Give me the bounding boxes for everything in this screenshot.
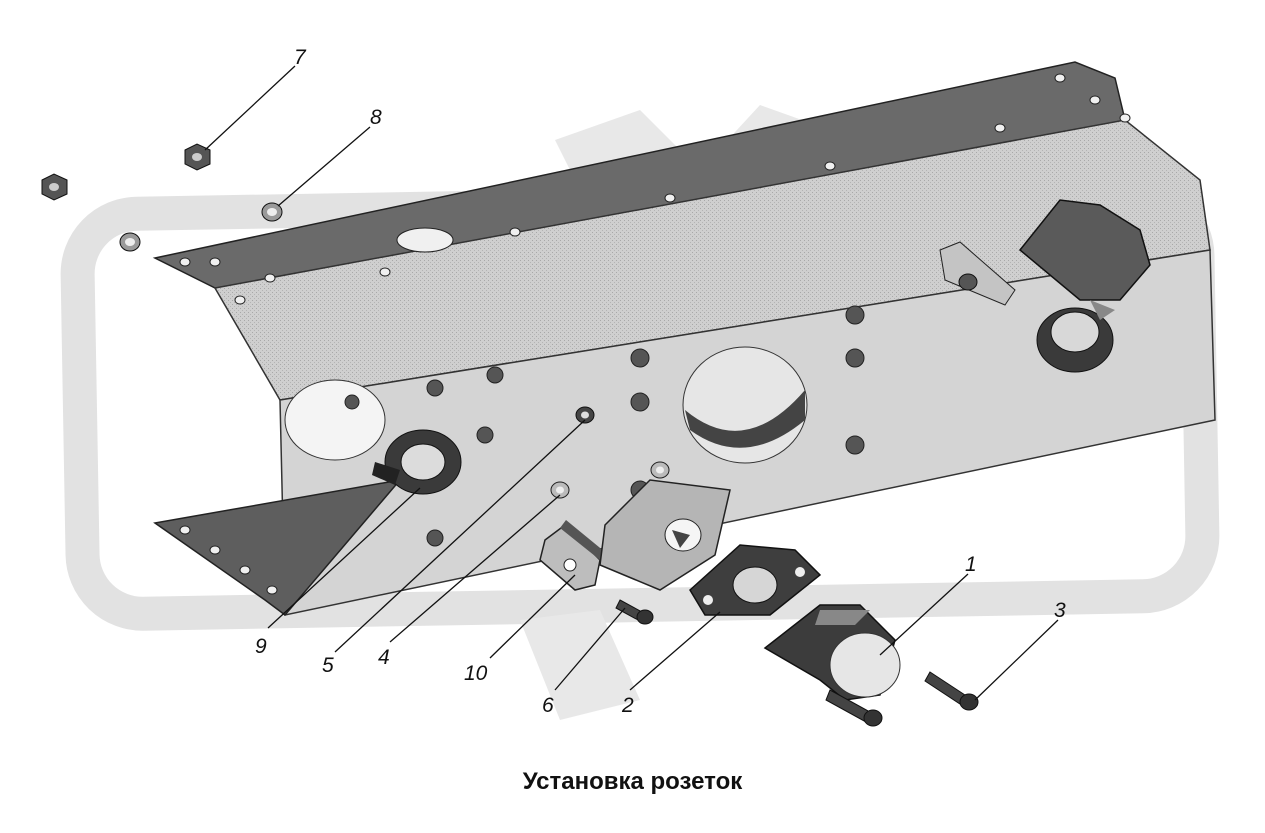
clamp-plate [539, 520, 605, 591]
nut-7 [184, 143, 211, 171]
washer-8 [261, 202, 283, 222]
leader-lines [204, 65, 1059, 701]
leader-line-6 [554, 607, 626, 691]
callout-2: 2 [621, 694, 634, 717]
callout-7: 7 [294, 46, 307, 69]
callout-9: 9 [255, 635, 267, 658]
bracket-hole-large-left [284, 379, 386, 461]
callout-1: 1 [965, 553, 977, 576]
bolt-6 [615, 599, 654, 625]
callout-4: 4 [378, 646, 390, 669]
socket-flange [689, 544, 822, 616]
callout-labels: 1 2 3 4 5 6 7 8 9 10 [255, 46, 1066, 717]
socket [763, 604, 901, 701]
leader-line-3 [974, 619, 1059, 701]
leader-line-1 [879, 573, 969, 656]
gasket [599, 479, 731, 591]
washer-4 [550, 481, 570, 499]
callout-3: 3 [1054, 599, 1066, 622]
leader-line-4 [389, 494, 561, 643]
socket-installed-right [939, 199, 1151, 373]
bolt-3 [924, 671, 979, 711]
mounting-bracket [152, 61, 1216, 617]
washer-left [119, 232, 141, 252]
leader-line-8 [277, 126, 371, 207]
washer-5 [575, 406, 595, 424]
callout-6: 6 [542, 694, 554, 717]
callout-8: 8 [370, 106, 382, 129]
nut-left [41, 173, 68, 201]
callout-10: 10 [464, 662, 488, 685]
leader-line-2 [629, 611, 721, 691]
leader-line-7 [204, 65, 296, 151]
grommet-left [372, 429, 462, 495]
callout-5: 5 [322, 654, 334, 677]
bolt-socket [825, 689, 883, 727]
figure-caption: Установка розеток [522, 768, 743, 795]
leader-line-9 [267, 487, 421, 629]
leader-line-10 [489, 574, 576, 659]
leader-line-5 [334, 419, 586, 653]
washer-upper-small [650, 461, 670, 479]
